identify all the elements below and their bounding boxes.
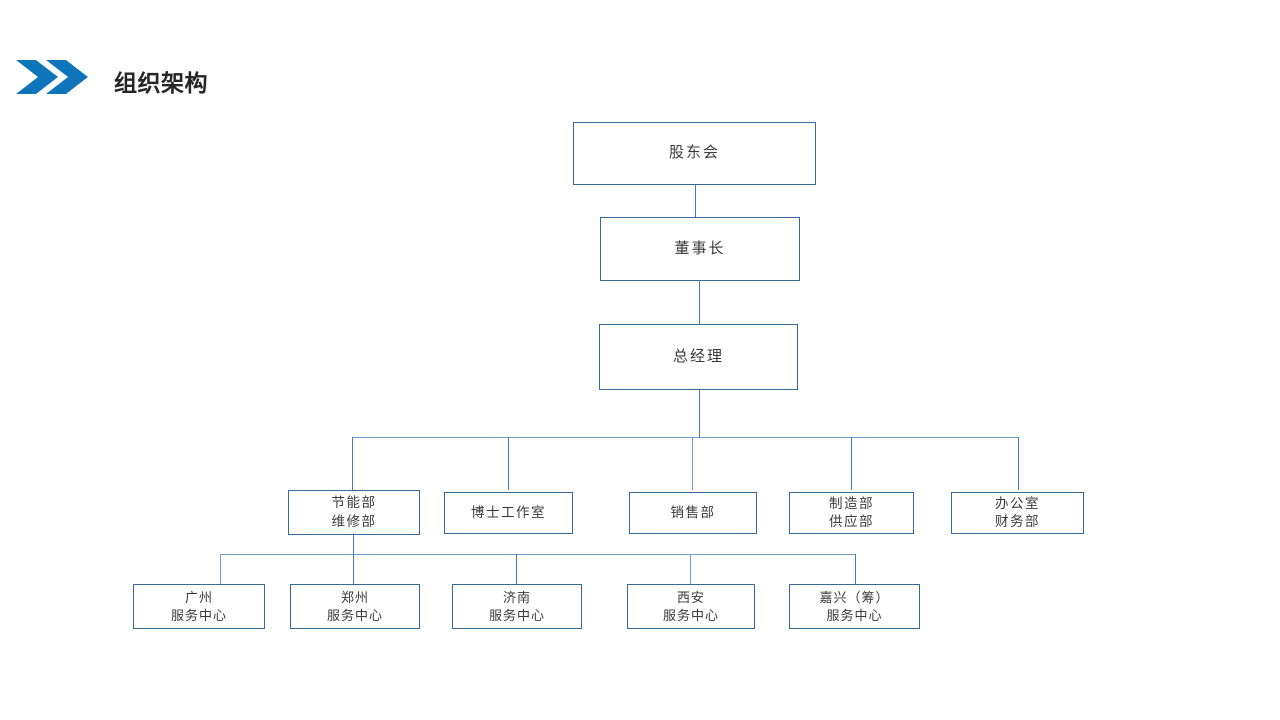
connector-drop-zhengzhou [353,554,354,584]
node-line: 嘉兴（筹） [819,589,890,605]
node-line: 维修部 [331,513,377,529]
node-line: 服务中心 [488,607,545,623]
node-guangzhou-service-center[interactable]: 广州 服务中心 [133,584,265,629]
page-title: 组织架构 [114,70,208,96]
connector-drop-sales [692,437,693,490]
node-zhengzhou-service-center[interactable]: 郑州 服务中心 [290,584,420,629]
connector-drop-office-finance [1018,437,1019,490]
node-xian-service-center[interactable]: 西安 服务中心 [627,584,755,629]
node-line: 董事长 [674,239,726,257]
node-line: 供应部 [829,514,874,529]
connector-drop-manufacture-supply [851,437,852,490]
node-line: 股东会 [668,144,720,162]
node-line: 办公室 [995,495,1040,511]
connector-drop-jiaxing [855,554,856,584]
connector-shareholders-chairman [695,185,696,217]
connector-bus-level5 [220,554,855,555]
node-sales[interactable]: 销售部 [629,492,757,534]
double-chevron-icon [14,58,94,96]
node-jiaxing-service-center[interactable]: 嘉兴（筹） 服务中心 [789,584,920,629]
node-general-manager[interactable]: 总经理 [599,324,798,390]
connector-energy-stem [353,535,354,554]
node-line: 服务中心 [326,607,383,623]
node-line: 总经理 [672,347,724,365]
node-shareholders[interactable]: 股东会 [573,122,816,185]
connector-chairman-gm [699,281,700,324]
node-energy-maintenance[interactable]: 节能部 维修部 [288,490,420,535]
node-doctoral-studio[interactable]: 博士工作室 [444,492,573,534]
node-line: 西安 [676,589,705,605]
node-line: 广州 [184,589,213,605]
connector-drop-xian [690,554,691,584]
connector-drop-guangzhou [220,554,221,584]
connector-drop-doctoral-studio [508,437,509,490]
connector-bus-level4 [352,437,1019,438]
node-line: 节能部 [331,495,377,511]
connector-gm-stem [699,390,700,437]
node-line: 服务中心 [662,607,719,623]
connector-drop-jinan [516,554,517,584]
node-line: 服务中心 [826,607,883,623]
node-line: 博士工作室 [471,504,546,520]
node-office-finance[interactable]: 办公室 财务部 [951,492,1084,534]
connector-drop-energy-maintenance [352,437,353,490]
node-line: 服务中心 [170,607,227,623]
node-line: 郑州 [340,589,369,605]
node-line: 制造部 [829,495,874,511]
node-line: 销售部 [670,504,716,520]
node-jinan-service-center[interactable]: 济南 服务中心 [452,584,582,629]
node-line: 济南 [502,589,531,605]
node-chairman[interactable]: 董事长 [600,217,800,281]
node-manufacture-supply[interactable]: 制造部 供应部 [789,492,914,534]
node-line: 财务部 [995,514,1040,529]
